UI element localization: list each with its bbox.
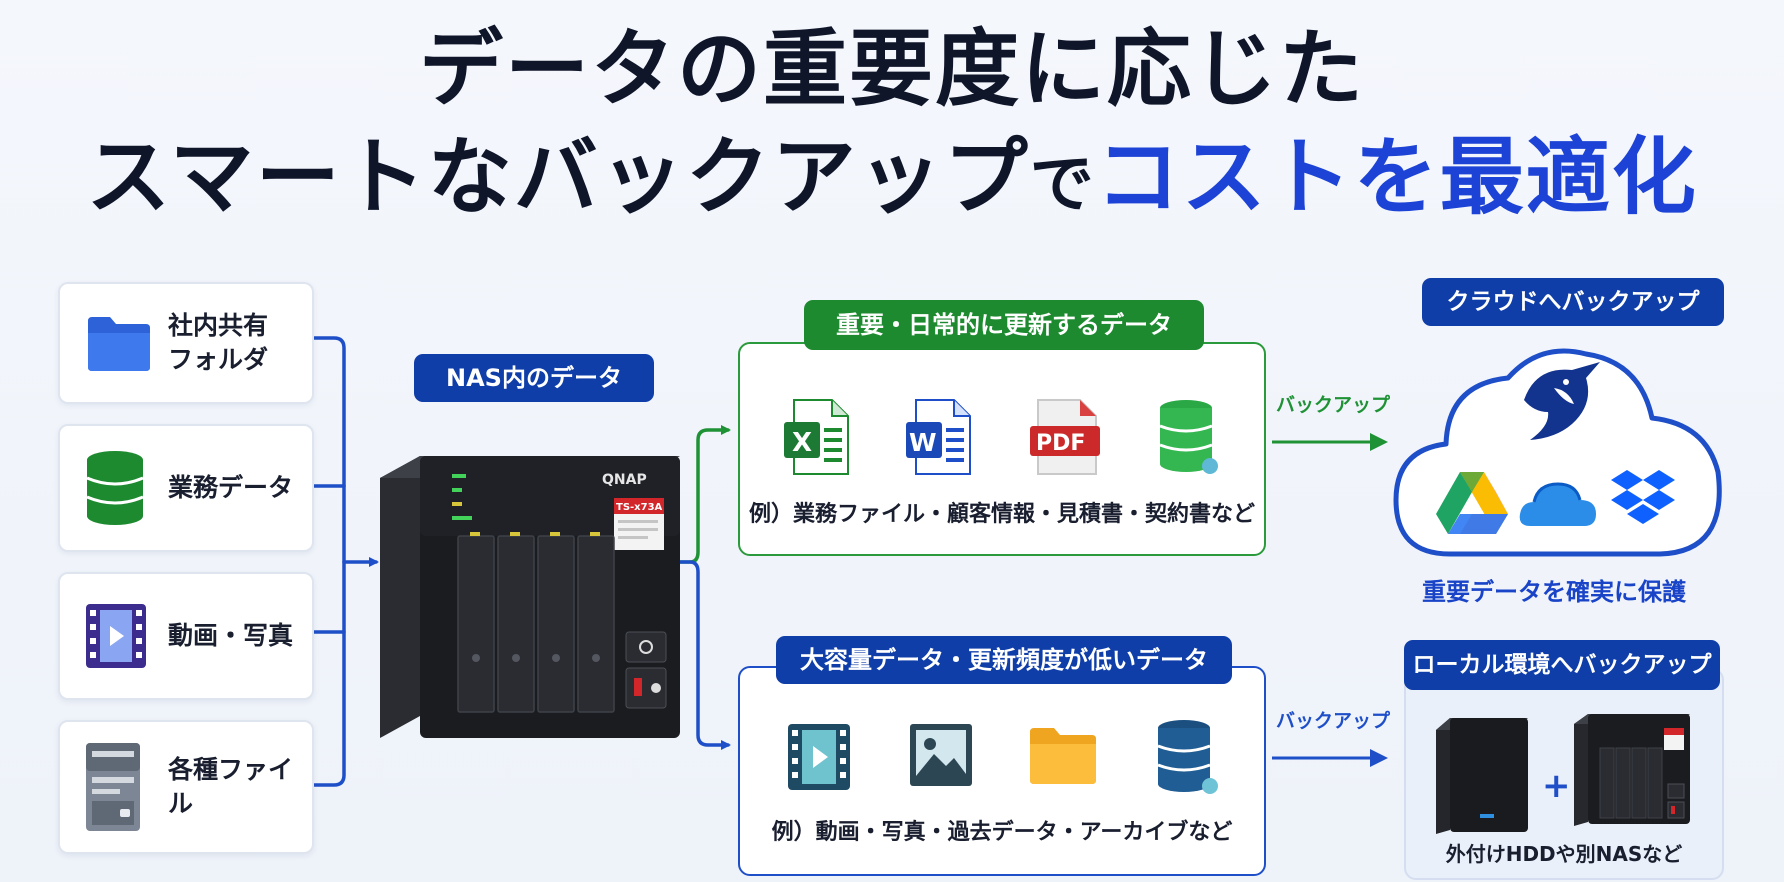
large-pill: 大容量データ・更新頻度が低いデータ xyxy=(776,636,1232,684)
database-icon xyxy=(84,450,146,526)
title-line-2: スマートなバックアップでコストを最適化 xyxy=(0,122,1784,240)
source-card-various-files: 各種ファイル xyxy=(58,720,314,854)
large-data-box: 例）動画・写真・過去データ・アーカイブなど xyxy=(738,666,1266,876)
external-hdd-icon xyxy=(1436,714,1530,834)
cloud-shape xyxy=(1390,340,1730,568)
source-card-video-photo: 動画・写真 xyxy=(58,572,314,700)
pdf-text: PDF xyxy=(1036,431,1085,456)
important-caption: 例）業務ファイル・顧客情報・見積書・契約書など xyxy=(748,502,1255,527)
cloud-pill: クラウドへバックアップ xyxy=(1422,278,1724,326)
folder-icon xyxy=(84,313,154,373)
local-caption: 外付けHDDや別NASなど xyxy=(1445,842,1683,866)
word-letter: W xyxy=(909,428,937,457)
cloud-caption: 重要データを確実に保護 xyxy=(1422,578,1686,606)
source-label: 動画・写真 xyxy=(168,621,294,650)
second-nas-icon xyxy=(1574,710,1692,828)
local-pill: ローカル環境へバックアップ xyxy=(1404,640,1720,690)
plus-sign: + xyxy=(1542,766,1571,806)
title-main: スマートなバックアップ xyxy=(86,128,1030,226)
source-card-shared-folder: 社内共有 フォルダ xyxy=(58,282,314,404)
folder-icon xyxy=(1028,724,1098,786)
important-data-box: X W PDF 例）業務ファイル・顧客情報・見積書・契約書など xyxy=(738,342,1266,556)
nas-model: TS-x73A xyxy=(616,502,663,513)
backup-label-local: バックアップ xyxy=(1276,710,1391,732)
source-label: 社内共有 フォルダ xyxy=(168,311,269,374)
excel-icon: X xyxy=(784,398,850,476)
google-drive-icon xyxy=(1436,470,1508,534)
nas-pill: NAS内のデータ xyxy=(414,354,654,402)
nas-branch xyxy=(678,425,731,750)
image-icon xyxy=(908,722,974,788)
pdf-icon: PDF xyxy=(1030,398,1100,476)
video-icon xyxy=(84,602,148,670)
nas-device: QNAP TS-x73A xyxy=(380,448,680,742)
file-cabinet-icon xyxy=(84,741,142,833)
source-label: 各種ファイル xyxy=(168,755,294,818)
title-accent: コストを最適化 xyxy=(1095,128,1698,226)
onedrive-icon xyxy=(1518,476,1598,528)
dropbox-icon xyxy=(1610,470,1676,532)
word-icon: W xyxy=(906,398,972,476)
nas-brand: QNAP xyxy=(602,472,647,488)
title-line-1: データの重要度に応じた xyxy=(418,20,1365,118)
important-pill: 重要・日常的に更新するデータ xyxy=(804,300,1204,350)
database-icon xyxy=(1156,398,1220,478)
local-backup-box: + 外付けHDDや別NASなど xyxy=(1404,668,1724,880)
source-label: 業務データ xyxy=(168,473,294,502)
database-icon xyxy=(1154,718,1220,798)
video-icon xyxy=(786,722,852,792)
bird-logo-icon xyxy=(1516,360,1606,444)
sources-bracket xyxy=(310,336,379,787)
excel-letter: X xyxy=(792,428,812,458)
large-caption: 例）動画・写真・過去データ・アーカイブなど xyxy=(771,820,1233,845)
title-particle: で xyxy=(1029,148,1096,222)
source-card-business-data: 業務データ xyxy=(58,424,314,552)
backup-label-cloud: バックアップ xyxy=(1276,394,1391,416)
